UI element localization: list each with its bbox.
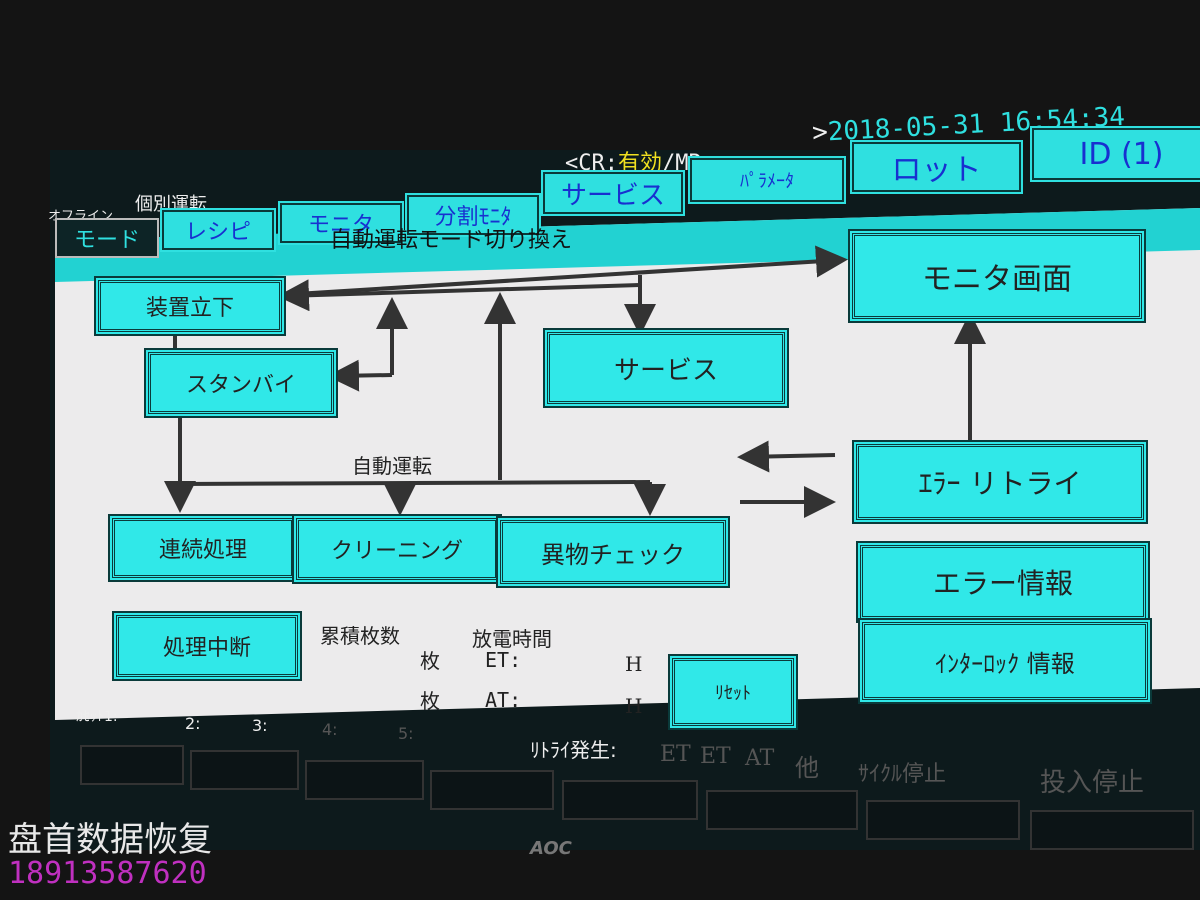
function-key-3[interactable] xyxy=(305,760,424,800)
tab-mode[interactable]: モード xyxy=(55,218,159,258)
cassette-4: 4: xyxy=(322,720,338,739)
at-label: AT: xyxy=(485,688,522,712)
reset-button[interactable]: ﾘｾｯﾄ xyxy=(672,658,794,726)
error-info-button[interactable]: エラー情報 xyxy=(860,545,1146,619)
tab-recipe[interactable]: レシピ xyxy=(160,208,276,252)
retry-label: ﾘﾄﾗｲ発生: xyxy=(530,738,617,762)
monitor-screen-button[interactable]: モニタ画面 xyxy=(852,233,1142,319)
watermark-name: 盘首数据恢复 xyxy=(8,820,212,860)
interlock-info-button[interactable]: ｲﾝﾀｰﾛｯｸ 情報 xyxy=(862,622,1148,700)
function-key-5[interactable] xyxy=(562,780,698,820)
at-count-unit: 枚 xyxy=(420,689,440,713)
cr-status: <CR:有効/MR: xyxy=(565,151,715,176)
retry-at: AT xyxy=(745,746,775,771)
function-key-2[interactable] xyxy=(190,750,299,790)
retry-cycle-stop: ｻｲｸﾙ停止 xyxy=(858,762,947,787)
function-key-4[interactable] xyxy=(430,770,554,810)
et-label: ET: xyxy=(485,648,522,672)
tab-id[interactable]: ID (1) xyxy=(1030,126,1200,182)
retry-et-2: ET xyxy=(700,744,731,769)
et-count-unit: 枚 xyxy=(420,649,440,673)
shutdown-button[interactable]: 装置立下 xyxy=(98,280,282,332)
abort-button[interactable]: 処理中断 xyxy=(116,615,298,677)
tab-split-monitor[interactable]: 分割ﾓﾆﾀ xyxy=(405,193,541,237)
function-key-8[interactable] xyxy=(1030,810,1194,850)
auto-operation-label: 自動運転 xyxy=(352,454,432,478)
service-button[interactable]: サービス xyxy=(547,332,785,404)
continuous-process-button[interactable]: 連続処理 xyxy=(112,518,294,578)
function-key-1[interactable] xyxy=(80,745,184,785)
standby-button[interactable]: スタンバイ xyxy=(148,352,334,414)
cassette-1: ｶｾｯﾄ1: xyxy=(76,709,118,725)
cassette-2: 2: xyxy=(185,714,201,733)
at-unit-h: H xyxy=(625,694,643,718)
tab-monitor[interactable]: モニタ xyxy=(278,201,404,245)
foreign-check-button[interactable]: 異物チェック xyxy=(500,520,726,584)
operation-status: 個別運転 xyxy=(135,194,207,215)
tab-lot[interactable]: ロット xyxy=(850,140,1023,194)
et-unit-h: H xyxy=(625,652,643,676)
function-key-6[interactable] xyxy=(706,790,858,830)
cleaning-button[interactable]: クリーニング xyxy=(296,518,498,580)
band-title: 自動運転モード切り換え xyxy=(330,228,573,253)
function-key-7[interactable] xyxy=(866,800,1020,840)
tab-service[interactable]: サービス xyxy=(541,170,685,216)
watermark-phone: 18913587620 xyxy=(8,856,207,891)
discharge-time-label: 放電時間 xyxy=(472,627,552,651)
cassette-3: 3: xyxy=(252,716,268,735)
error-retry-button[interactable]: ｴﾗｰ リトライ xyxy=(856,444,1144,520)
tab-parameter[interactable]: ﾊﾟﾗﾒｰﾀ xyxy=(688,156,846,204)
monitor-brand-logo: AOC xyxy=(530,838,572,859)
retry-et-1: ET xyxy=(660,742,691,767)
retry-other: 他 xyxy=(795,754,819,782)
cassette-5: 5: xyxy=(398,724,414,743)
cumulative-count-label: 累積枚数 xyxy=(320,624,400,648)
retry-input-stop: 投入停止 xyxy=(1040,768,1145,798)
